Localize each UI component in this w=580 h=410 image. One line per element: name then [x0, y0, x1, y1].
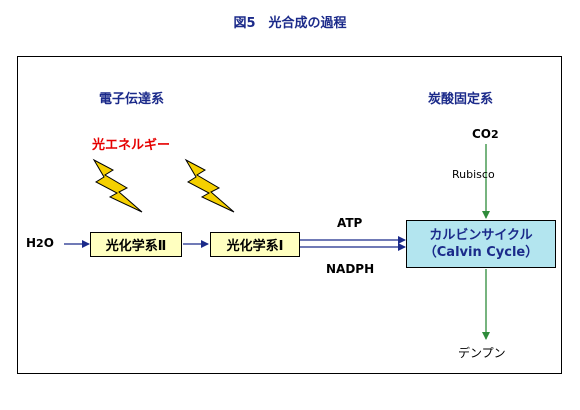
photosystem-2-label: 光化学系Ⅱ: [105, 239, 167, 254]
photosystem-2-box: 光化学系Ⅱ: [90, 232, 182, 257]
electron-transport-label: 電子伝達系: [99, 92, 165, 107]
calvin-cycle-label: カルビンサイクル: [429, 228, 533, 243]
light-energy-label: 光エネルギー: [92, 138, 171, 153]
calvin-cycle-english-label: （Calvin Cycle）: [423, 245, 539, 260]
photosystem-1-label: 光化学系Ⅰ: [226, 239, 284, 254]
rubisco-label: Rubisco: [452, 168, 495, 181]
calvin-cycle-box: カルビンサイクル （Calvin Cycle）: [406, 220, 556, 268]
lightning-bolt-2-icon: [184, 158, 235, 213]
starch-label: デンプン: [458, 346, 506, 360]
photosystem-1-box: 光化学系Ⅰ: [210, 232, 300, 257]
lightning-bolt-1-icon: [92, 158, 143, 213]
nadph-label: NADPH: [326, 262, 375, 276]
co2-label: CO2: [472, 127, 499, 141]
atp-label: ATP: [337, 216, 363, 230]
diagram-frame: [17, 56, 562, 374]
water-label: H2O: [26, 236, 54, 250]
diagram-title: 図5 光合成の過程: [233, 16, 347, 31]
carbon-fixation-label: 炭酸固定系: [428, 92, 494, 107]
